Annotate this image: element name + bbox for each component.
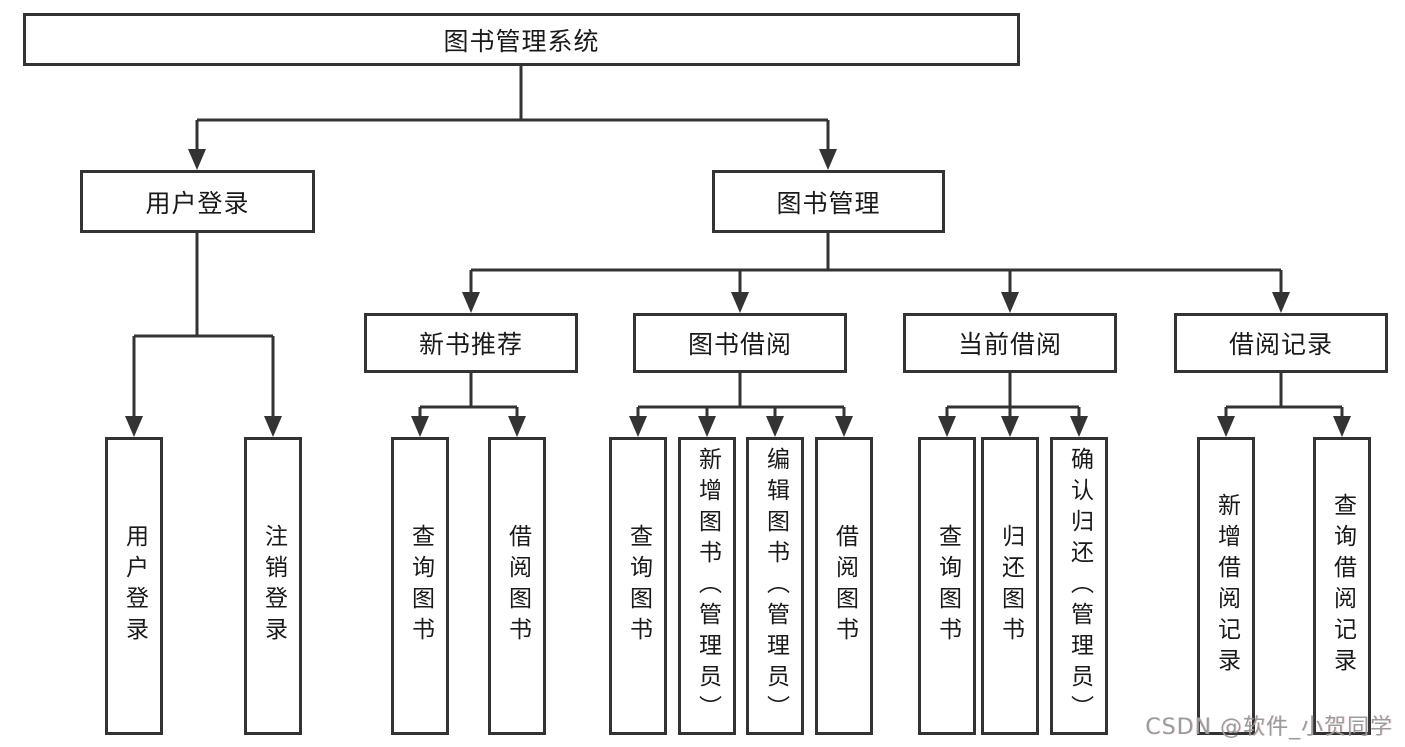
node-leaf-add-borrow-record: 新增借阅记录: [1197, 437, 1255, 735]
arrow-down-icon: [938, 416, 956, 437]
arrow-down-icon: [629, 416, 647, 437]
arrow-down-icon: [1272, 292, 1290, 313]
node-leaf-edit-books-admin: 编辑图书（管理员）: [746, 437, 804, 735]
node-leaf-borrow-books: 借阅图书: [815, 437, 873, 735]
node-book-borrowing: 图书借阅: [633, 313, 847, 373]
node-label: 图书管理系统: [443, 26, 600, 56]
node-leaf-user-login: 用户登录: [105, 437, 163, 735]
node-current-borrowing: 当前借阅: [903, 313, 1117, 373]
arrow-down-icon: [1217, 416, 1235, 437]
arrow-down-icon: [819, 149, 837, 170]
connector-bookborrow-to-leaves: [636, 373, 846, 419]
node-leaf-borrow-query-books: 查询图书: [609, 437, 667, 735]
connector-newbook-to-leaves: [418, 373, 519, 419]
connector-currentborrow-to-leaves: [945, 373, 1081, 419]
arrow-down-icon: [766, 416, 784, 437]
node-borrowing-records: 借阅记录: [1174, 313, 1388, 373]
node-label: 编辑图书（管理员）: [762, 446, 789, 726]
node-label: 查询图书: [407, 524, 434, 648]
node-root-library-system: 图书管理系统: [23, 13, 1020, 66]
arrow-down-icon: [411, 416, 429, 437]
node-label: 确认归还（管理员）: [1066, 446, 1093, 726]
node-label: 新书推荐: [418, 330, 523, 359]
node-book-management: 图书管理: [712, 170, 945, 233]
arrow-down-icon: [508, 416, 526, 437]
node-label: 借阅图书: [504, 524, 531, 648]
node-label: 用户登录: [145, 188, 250, 218]
node-new-book-recommend: 新书推荐: [364, 313, 578, 373]
arrow-down-icon: [264, 416, 282, 437]
connector-userlogin-to-leaves: [132, 233, 275, 419]
node-leaf-confirm-return-admin: 确认归还（管理员）: [1050, 437, 1108, 735]
node-leaf-return-books: 归还图书: [981, 437, 1039, 735]
arrow-down-icon: [731, 292, 749, 313]
csdn-watermark: CSDN @软件_小贺同学: [1145, 715, 1393, 740]
node-label: 借阅图书: [831, 524, 858, 648]
connector-borrowrecord-to-leaves: [1224, 373, 1344, 419]
node-leaf-current-query-books: 查询图书: [918, 437, 976, 735]
node-leaf-newbook-borrow-books: 借阅图书: [488, 437, 546, 735]
arrow-down-icon: [1001, 292, 1019, 313]
connector-root-to-level2: [195, 66, 830, 153]
arrow-down-icon: [462, 292, 480, 313]
node-label: 当前借阅: [957, 330, 1062, 359]
arrow-down-icon: [125, 416, 143, 437]
node-label: 注销登录: [260, 524, 287, 648]
arrow-down-icon: [835, 416, 853, 437]
node-label: 图书借阅: [687, 330, 792, 359]
node-leaf-newbook-query-books: 查询图书: [391, 437, 449, 735]
node-label: 图书管理: [776, 188, 881, 218]
node-leaf-add-books-admin: 新增图书（管理员）: [678, 437, 736, 735]
arrow-down-icon: [1070, 416, 1088, 437]
node-label: 新增图书（管理员）: [694, 446, 721, 726]
node-label: 新增借阅记录: [1213, 493, 1240, 679]
arrow-down-icon: [1001, 416, 1019, 437]
node-label: 查询图书: [934, 524, 961, 648]
node-label: 查询借阅记录: [1329, 493, 1356, 679]
node-label: 借阅记录: [1228, 330, 1333, 359]
node-leaf-query-borrow-record: 查询借阅记录: [1313, 437, 1371, 735]
node-user-login: 用户登录: [80, 170, 315, 233]
arrow-down-icon: [698, 416, 716, 437]
node-label: 用户登录: [121, 524, 148, 648]
arrow-down-icon: [1333, 416, 1351, 437]
connector-bookmgmt-to-level3: [469, 233, 1283, 295]
node-label: 查询图书: [625, 524, 652, 648]
node-label: 归还图书: [997, 524, 1024, 648]
node-leaf-logout: 注销登录: [244, 437, 302, 735]
arrow-down-icon: [188, 149, 206, 170]
